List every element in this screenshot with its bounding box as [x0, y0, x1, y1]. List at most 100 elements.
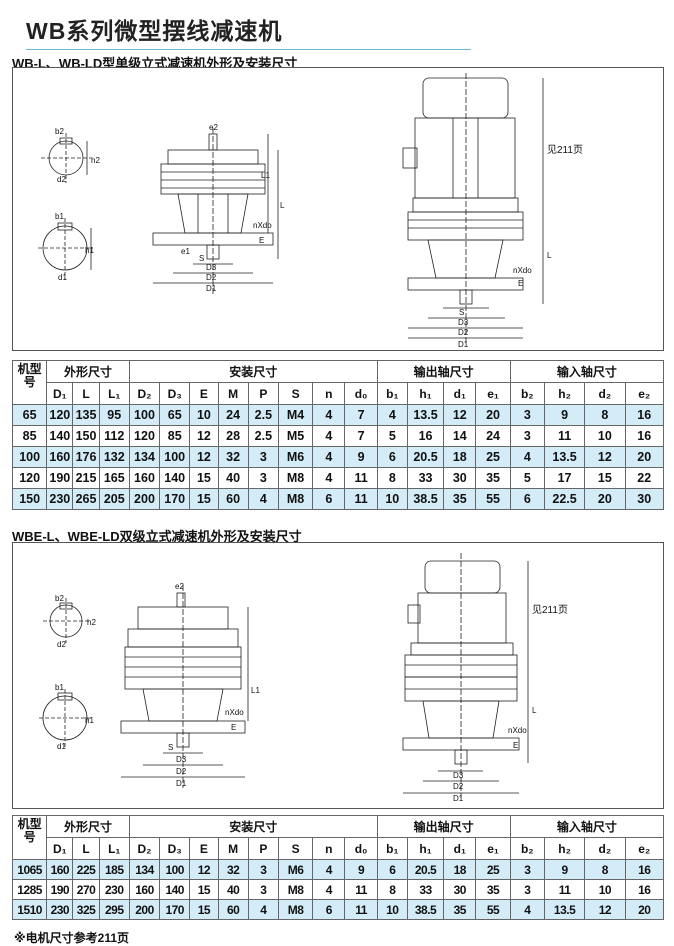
header-group: 安装尺寸: [128, 815, 378, 838]
header-column: e₁: [475, 837, 511, 860]
header-group-row: 机型号外形尺寸安装尺寸输出轴尺寸输入轴尺寸: [11, 360, 665, 405]
table-cell: 132: [98, 446, 130, 468]
header-column: h₁: [406, 382, 445, 405]
table-cell: 10: [376, 488, 408, 510]
table-cell: 6: [312, 899, 346, 920]
header-group: 外形尺寸: [46, 360, 130, 383]
dimension-label: E: [259, 236, 264, 245]
dimension-label: L1: [261, 171, 270, 180]
table-cell: 35: [443, 899, 477, 920]
cell-model: 65: [11, 404, 48, 426]
table-cell: 18: [443, 859, 477, 880]
table-cell: 3: [247, 446, 279, 468]
dimension-label: S: [168, 743, 173, 752]
header-column: P: [247, 382, 279, 405]
table-cell: 32: [217, 446, 249, 468]
table-cell: 32: [217, 859, 249, 880]
table-cell: 25: [475, 446, 511, 468]
table-cell: 16: [624, 859, 665, 880]
cell-model: 1065: [11, 859, 48, 880]
table-cell: 112: [98, 425, 130, 447]
table-cell: 11: [344, 488, 378, 510]
table-cell: 215: [72, 467, 100, 489]
table-cell: 7: [344, 404, 378, 426]
header-column: D₃: [159, 837, 191, 860]
table-cell: 12: [189, 446, 219, 468]
dimension-label: b1: [55, 212, 64, 221]
dimension-label: h1: [85, 246, 94, 255]
dimension-label: e2: [175, 582, 184, 591]
header-column: d₀: [344, 382, 378, 405]
table-cell: 24: [475, 425, 511, 447]
table-cell: 3: [509, 425, 545, 447]
dimension-label: L: [547, 251, 552, 260]
table-cell: 160: [128, 879, 161, 900]
drawing-double-stage: b2 h2 d2 b1 h1 d1 e2 L1 nXdo E S D3 D2 D…: [12, 542, 664, 809]
dimension-label: D3: [453, 771, 464, 780]
dimension-label: L1: [251, 686, 260, 695]
table-cell: 17: [543, 467, 586, 489]
dimension-label: E: [518, 279, 523, 288]
dimension-label: 见211页: [547, 144, 583, 156]
table-cell: 100: [159, 446, 191, 468]
table-cell: 38.5: [406, 488, 445, 510]
header-model: 机型号: [11, 815, 48, 860]
table-cell: 200: [128, 488, 161, 510]
table-cell: 135: [72, 404, 100, 426]
dimension-label: h2: [91, 156, 100, 165]
dimension-label: e1: [181, 247, 190, 256]
dimension-label: D1: [176, 779, 187, 788]
table-cell: 12: [189, 425, 219, 447]
section2-title: WBE-L、WBE-LD双级立式减速机外形及安装尺寸: [12, 529, 302, 544]
header-column: e₂: [624, 382, 665, 405]
table-cell: 4: [509, 446, 545, 468]
table-cell: 4: [312, 446, 346, 468]
table-cell: 60: [217, 899, 249, 920]
table-cell: 15: [189, 467, 219, 489]
table-cell: 95: [98, 404, 130, 426]
table-cell: 140: [159, 879, 191, 900]
table-cell: 205: [98, 488, 130, 510]
table-cell: 22: [624, 467, 665, 489]
header-group: 安装尺寸: [128, 360, 378, 383]
table-cell: 295: [98, 899, 130, 920]
table-cell: 5: [509, 467, 545, 489]
input-shaft-section: b2 h2 d2: [41, 127, 100, 184]
table-cell: 230: [46, 488, 74, 510]
table-cell: 20: [624, 899, 665, 920]
table-cell: 134: [128, 446, 161, 468]
table-cell: 134: [128, 859, 161, 880]
dimension-label: d2: [57, 175, 66, 184]
header-column: E: [189, 382, 219, 405]
table-cell: M4: [277, 404, 314, 426]
dimension-label: E: [513, 741, 518, 750]
header-column: D₂: [128, 837, 161, 860]
dimension-label: nXdo: [253, 221, 272, 230]
table-cell: 3: [509, 879, 545, 900]
dimension-label: D1: [458, 340, 469, 349]
header-column: S: [277, 837, 314, 860]
table-cell: 20: [475, 404, 511, 426]
table-cell: M8: [277, 467, 314, 489]
table-cell: 16: [406, 425, 445, 447]
cell-model: 1285: [11, 879, 48, 900]
table-cell: 40: [217, 879, 249, 900]
header-column: b₁: [376, 382, 408, 405]
title-rule: [26, 49, 471, 50]
table-cell: 8: [376, 879, 408, 900]
table-cell: 20.5: [406, 859, 445, 880]
table-cell: 15: [584, 467, 626, 489]
table-cell: 9: [543, 859, 586, 880]
dimension-label: S: [459, 308, 464, 317]
table-cell: 150: [72, 425, 100, 447]
table-cell: 4: [247, 899, 279, 920]
dimension-label: S: [199, 254, 204, 263]
table-cell: 5: [376, 425, 408, 447]
table-cell: 6: [376, 446, 408, 468]
